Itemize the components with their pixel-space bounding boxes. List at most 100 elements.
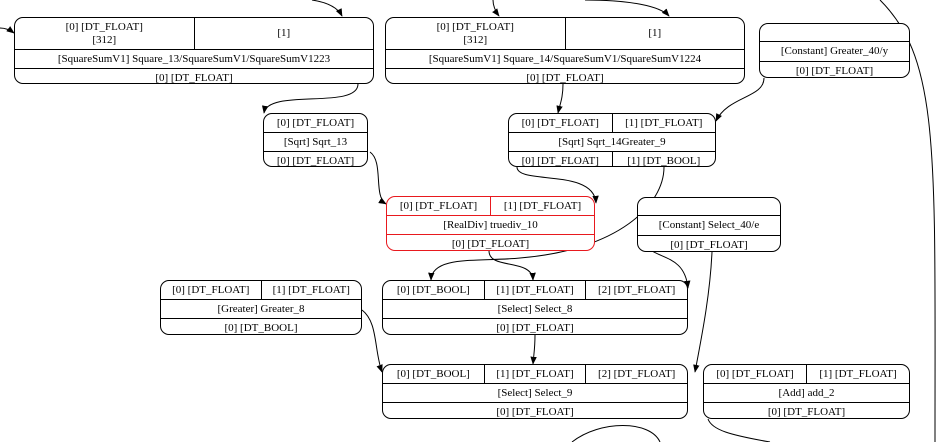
input-ports-port: [0] [DT_FLOAT] [312] xyxy=(436,20,514,46)
graph-node-sqrt13[interactable]: [0] [DT_FLOAT] [Sqrt] Sqrt_13 [0] [DT_FLOA… xyxy=(263,113,368,167)
edge-offscreen xyxy=(0,26,15,34)
input-ports-port: [1] [DT_FLOAT] xyxy=(806,365,909,383)
node-title-row: [RealDiv] truediv_10 xyxy=(387,215,594,234)
input-ports-port: [0] [DT_BOOL] xyxy=(396,283,470,296)
output-ports-row: [0] [DT_FLOAT] xyxy=(760,61,909,77)
output-ports-row: [0] [DT_FLOAT] xyxy=(704,402,909,418)
edge-greater8-to-select9 xyxy=(361,309,383,373)
edge-offscreen xyxy=(707,418,771,442)
input-ports-port: [0] [DT_FLOAT] xyxy=(716,367,794,380)
input-ports-row: [0] [DT_BOOL] [1] [DT_FLOAT][2] [DT_FLOAT… xyxy=(383,365,687,383)
node-title-row: [Sqrt] Sqrt_14Greater_9 xyxy=(509,132,715,151)
output-ports-port: [0] [DT_FLOAT] xyxy=(526,71,604,84)
edge-sqsum14-to-sqrt14 xyxy=(556,83,564,114)
graph-node-const-select40[interactable]: [Constant] Select_40/e [0] [DT_FLOAT] xyxy=(637,197,781,252)
input-ports-port: [1] [DT_FLOAT] xyxy=(260,281,362,299)
output-ports-row: [0] [DT_FLOAT] xyxy=(387,234,594,250)
node-title: [Sqrt] Sqrt_14Greater_9 xyxy=(558,135,666,148)
node-title-row: [SquareSumV1] Square_14/SquareSumV1/Squa… xyxy=(386,49,744,68)
node-title-row: [Sqrt] Sqrt_13 xyxy=(264,132,367,151)
graph-node-sqrt14[interactable]: [0] [DT_FLOAT] [1] [DT_FLOAT] [Sqrt] Sqrt_… xyxy=(508,113,716,167)
output-ports-row: [0] [DT_FLOAT] xyxy=(386,68,744,84)
input-ports-port: [0] [DT_FLOAT] xyxy=(172,283,250,296)
output-ports-port: [0] [DT_FLOAT] xyxy=(521,154,599,167)
output-ports-row: [0] [DT_FLOAT] xyxy=(15,68,373,84)
input-ports-port: [1] [DT_FLOAT] xyxy=(611,114,716,132)
node-title: [SquareSumV1] Square_13/SquareSumV1/Squa… xyxy=(57,52,331,65)
input-ports-row: [0] [DT_FLOAT] [1] [DT_FLOAT] xyxy=(704,365,909,383)
input-ports-port: [0] [DT_FLOAT] xyxy=(276,116,355,129)
node-title-row: [SquareSumV1] Square_13/SquareSumV1/Squa… xyxy=(15,49,373,68)
input-ports-port: [0] [DT_FLOAT] xyxy=(399,199,478,212)
input-ports-port: [0] [DT_FLOAT] [312] xyxy=(65,20,143,46)
node-title-row: [Greater] Greater_8 xyxy=(161,299,361,318)
edge-offscreen xyxy=(571,425,661,442)
input-ports-port: [1] [DT_FLOAT] xyxy=(483,365,586,383)
input-ports-row: [0] [DT_FLOAT] [1] [DT_FLOAT] xyxy=(509,114,715,132)
graph-node-truediv10[interactable]: [0] [DT_FLOAT] [1] [DT_FLOAT] [RealDiv] tr… xyxy=(386,196,595,251)
output-ports-port: [0] [DT_BOOL] xyxy=(224,322,298,334)
edge-truediv10-to-select8 xyxy=(488,250,536,281)
graph-node-greater8[interactable]: [0] [DT_FLOAT] [1] [DT_FLOAT] [Greater] Gr… xyxy=(160,280,362,335)
input-ports-port: [1] [DT_FLOAT] xyxy=(490,197,594,215)
output-ports-row: [0] [DT_FLOAT] [1] [DT_BOOL] xyxy=(509,151,716,167)
output-ports-row: [0] [DT_BOOL] xyxy=(161,318,361,334)
output-ports-port: [1] [DT_BOOL] xyxy=(611,152,716,166)
edge-sqrt13-to-truediv10 xyxy=(369,151,387,205)
output-ports-port: [0] [DT_FLOAT] xyxy=(496,322,574,334)
input-ports-row xyxy=(638,198,780,215)
node-title: [Constant] Select_40/e xyxy=(658,219,760,231)
output-ports-port: [0] [DT_FLOAT] xyxy=(795,65,874,77)
input-ports-port: [0] [DT_FLOAT] xyxy=(521,116,599,129)
input-ports-row: [0] [DT_BOOL] [1] [DT_FLOAT][2] [DT_FLOAT… xyxy=(383,281,687,299)
output-ports-row: [0] [DT_FLOAT] xyxy=(638,235,780,251)
input-ports-port: [2] [DT_FLOAT] xyxy=(585,365,687,383)
output-ports-port: [0] [DT_FLOAT] xyxy=(276,154,355,167)
input-ports-port: [0] [DT_BOOL] xyxy=(396,367,470,380)
node-title-row: [Constant] Greater_40/y xyxy=(760,41,909,61)
graph-node-const-greater40[interactable]: [Constant] Greater_40/y [0] [DT_FLOAT] xyxy=(759,23,910,78)
input-ports-row: [0] [DT_FLOAT] [312] [1] xyxy=(15,18,373,49)
node-title: [Add] add_2 xyxy=(778,386,835,399)
input-ports-port: [1] [DT_FLOAT] xyxy=(483,281,586,299)
node-title-row: [Select] Select_8 xyxy=(383,299,687,318)
node-title: [SquareSumV1] Square_14/SquareSumV1/Squa… xyxy=(428,52,702,65)
edge-sqrt14-to-truediv10 xyxy=(516,166,599,204)
input-ports-row: [0] [DT_FLOAT] [1] [DT_FLOAT] xyxy=(387,197,594,215)
input-ports-row: [0] [DT_FLOAT] [1] [DT_FLOAT] xyxy=(161,281,361,299)
node-title: [Greater] Greater_8 xyxy=(217,302,305,315)
graph-node-add2[interactable]: [0] [DT_FLOAT] [1] [DT_FLOAT] [Add] add_2 [… xyxy=(703,364,910,419)
edge-const-select40-to-select9 xyxy=(693,251,713,373)
output-ports-row: [0] [DT_FLOAT] xyxy=(264,151,367,167)
graph-node-sqsum14[interactable]: [0] [DT_FLOAT] [312] [1] [SquareSumV1] Squ… xyxy=(385,17,745,84)
input-ports-port: [1] xyxy=(564,18,745,49)
node-title-row: [Select] Select_9 xyxy=(383,383,687,402)
edge-const-greater40-to-sqrt14 xyxy=(715,77,765,122)
output-ports-port: [0] [DT_FLOAT] xyxy=(670,239,748,251)
graph-node-sqsum13[interactable]: [0] [DT_FLOAT] [312] [1] [SquareSumV1] Squ… xyxy=(14,17,374,84)
graph-node-select8[interactable]: [0] [DT_BOOL] [1] [DT_FLOAT][2] [DT_FLOAT… xyxy=(382,280,688,335)
input-ports-port: [2] [DT_FLOAT] xyxy=(585,281,687,299)
node-title: [Select] Select_8 xyxy=(497,302,573,315)
output-ports-row: [0] [DT_FLOAT] xyxy=(383,318,687,334)
node-title: [RealDiv] truediv_10 xyxy=(443,218,538,231)
output-ports-port: [0] [DT_FLOAT] xyxy=(496,406,574,418)
input-ports-row: [0] [DT_FLOAT] [312] [1] xyxy=(386,18,744,49)
edge-offscreen xyxy=(311,0,343,17)
output-ports-port: [0] [DT_FLOAT] xyxy=(155,71,233,84)
input-ports-port: [1] xyxy=(193,18,374,49)
input-ports-row: [0] [DT_FLOAT] xyxy=(264,114,367,132)
node-title-row: [Add] add_2 xyxy=(704,383,909,402)
edge-sqsum13-to-sqrt13 xyxy=(262,83,359,114)
input-ports-port xyxy=(760,24,909,41)
input-ports-port xyxy=(638,198,780,215)
output-ports-port: [0] [DT_FLOAT] xyxy=(451,238,530,250)
node-title: [Sqrt] Sqrt_13 xyxy=(283,135,348,148)
graph-node-select9[interactable]: [0] [DT_BOOL] [1] [DT_FLOAT][2] [DT_FLOAT… xyxy=(382,364,688,419)
output-ports-row: [0] [DT_FLOAT] xyxy=(383,402,687,418)
node-title-row: [Constant] Select_40/e xyxy=(638,215,780,235)
edge-offscreen xyxy=(492,0,500,17)
input-ports-row xyxy=(760,24,909,41)
node-title: [Select] Select_9 xyxy=(497,386,573,399)
output-ports-port: [0] [DT_FLOAT] xyxy=(767,406,846,418)
